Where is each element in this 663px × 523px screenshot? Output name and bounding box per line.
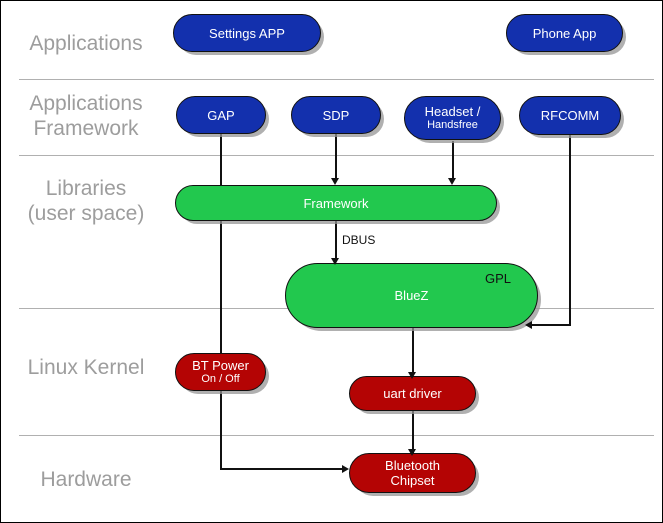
connector-framework-to-bluez: [335, 220, 337, 260]
arrow-headset-to-framework: [448, 178, 456, 185]
node-headset-handsfree-label-line2: Handsfree: [427, 119, 478, 131]
connector-sdp-to-framework: [335, 131, 337, 179]
arrow-sdp-to-framework: [331, 178, 339, 185]
layer-label-hardware: Hardware: [40, 468, 132, 491]
node-bluetooth-chipset-label-line1: Bluetooth: [385, 458, 440, 473]
node-headset-handsfree[interactable]: Headset / Handsfree: [404, 96, 501, 140]
node-bluez-gpl-tag: GPL: [485, 271, 512, 286]
node-uart-driver-label: uart driver: [383, 386, 442, 401]
node-bluetooth-chipset[interactable]: Bluetooth Chipset: [349, 453, 476, 493]
node-bluetooth-chipset-label-line2: Chipset: [390, 473, 435, 488]
node-phone-app[interactable]: Phone App: [506, 14, 623, 52]
node-settings-app[interactable]: Settings APP: [173, 14, 321, 52]
divider-kernel-hardware: [19, 435, 654, 436]
arrow-framework-to-bluez: [331, 258, 339, 265]
node-phone-app-label: Phone App: [532, 25, 597, 41]
layer-label-applications: Applications: [29, 32, 143, 55]
connector-headset-to-framework: [452, 141, 454, 179]
node-sdp-label: SDP: [322, 107, 350, 123]
layer-label-applications-framework: Applications Framework: [29, 92, 143, 140]
node-headset-handsfree-label-line1: Headset /: [424, 104, 481, 119]
node-bt-power[interactable]: BT Power On / Off: [175, 353, 266, 391]
connector-bluez-to-uart: [412, 327, 414, 375]
connector-gap-to-chipset-vertical: [220, 131, 222, 469]
node-gap-label: GAP: [207, 107, 235, 123]
node-bt-power-label-line2: On / Off: [201, 373, 240, 385]
arrow-uart-to-chipset: [408, 449, 416, 456]
node-gap[interactable]: GAP: [176, 96, 266, 134]
arrow-bluez-to-uart: [408, 372, 416, 379]
node-bluez[interactable]: BlueZ: [285, 263, 538, 328]
edge-label-dbus: DBUS: [342, 233, 376, 247]
layer-label-libraries: Libraries (user space): [27, 177, 145, 225]
arrow-rfcomm-into-bluez: [525, 320, 532, 329]
arrow-into-bluetooth-chipset: [342, 464, 349, 473]
layer-label-linux-kernel: Linux Kernel: [27, 356, 145, 379]
node-rfcomm[interactable]: RFCOMM: [519, 96, 621, 135]
node-sdp[interactable]: SDP: [291, 96, 381, 134]
node-framework[interactable]: Framework: [175, 185, 497, 221]
connector-rfcomm-horizontal: [531, 324, 571, 326]
connector-gap-to-chipset-horizontal: [220, 468, 344, 470]
node-uart-driver[interactable]: uart driver: [349, 376, 476, 411]
node-bluez-label: BlueZ: [394, 288, 429, 303]
connector-uart-to-chipset: [412, 410, 414, 453]
node-framework-label: Framework: [303, 195, 369, 211]
node-bt-power-label-line1: BT Power: [192, 358, 249, 373]
node-rfcomm-label: RFCOMM: [540, 108, 600, 123]
divider-applications-framework: [19, 79, 654, 80]
node-settings-app-label: Settings APP: [209, 25, 285, 41]
connector-rfcomm-vertical: [569, 135, 571, 325]
